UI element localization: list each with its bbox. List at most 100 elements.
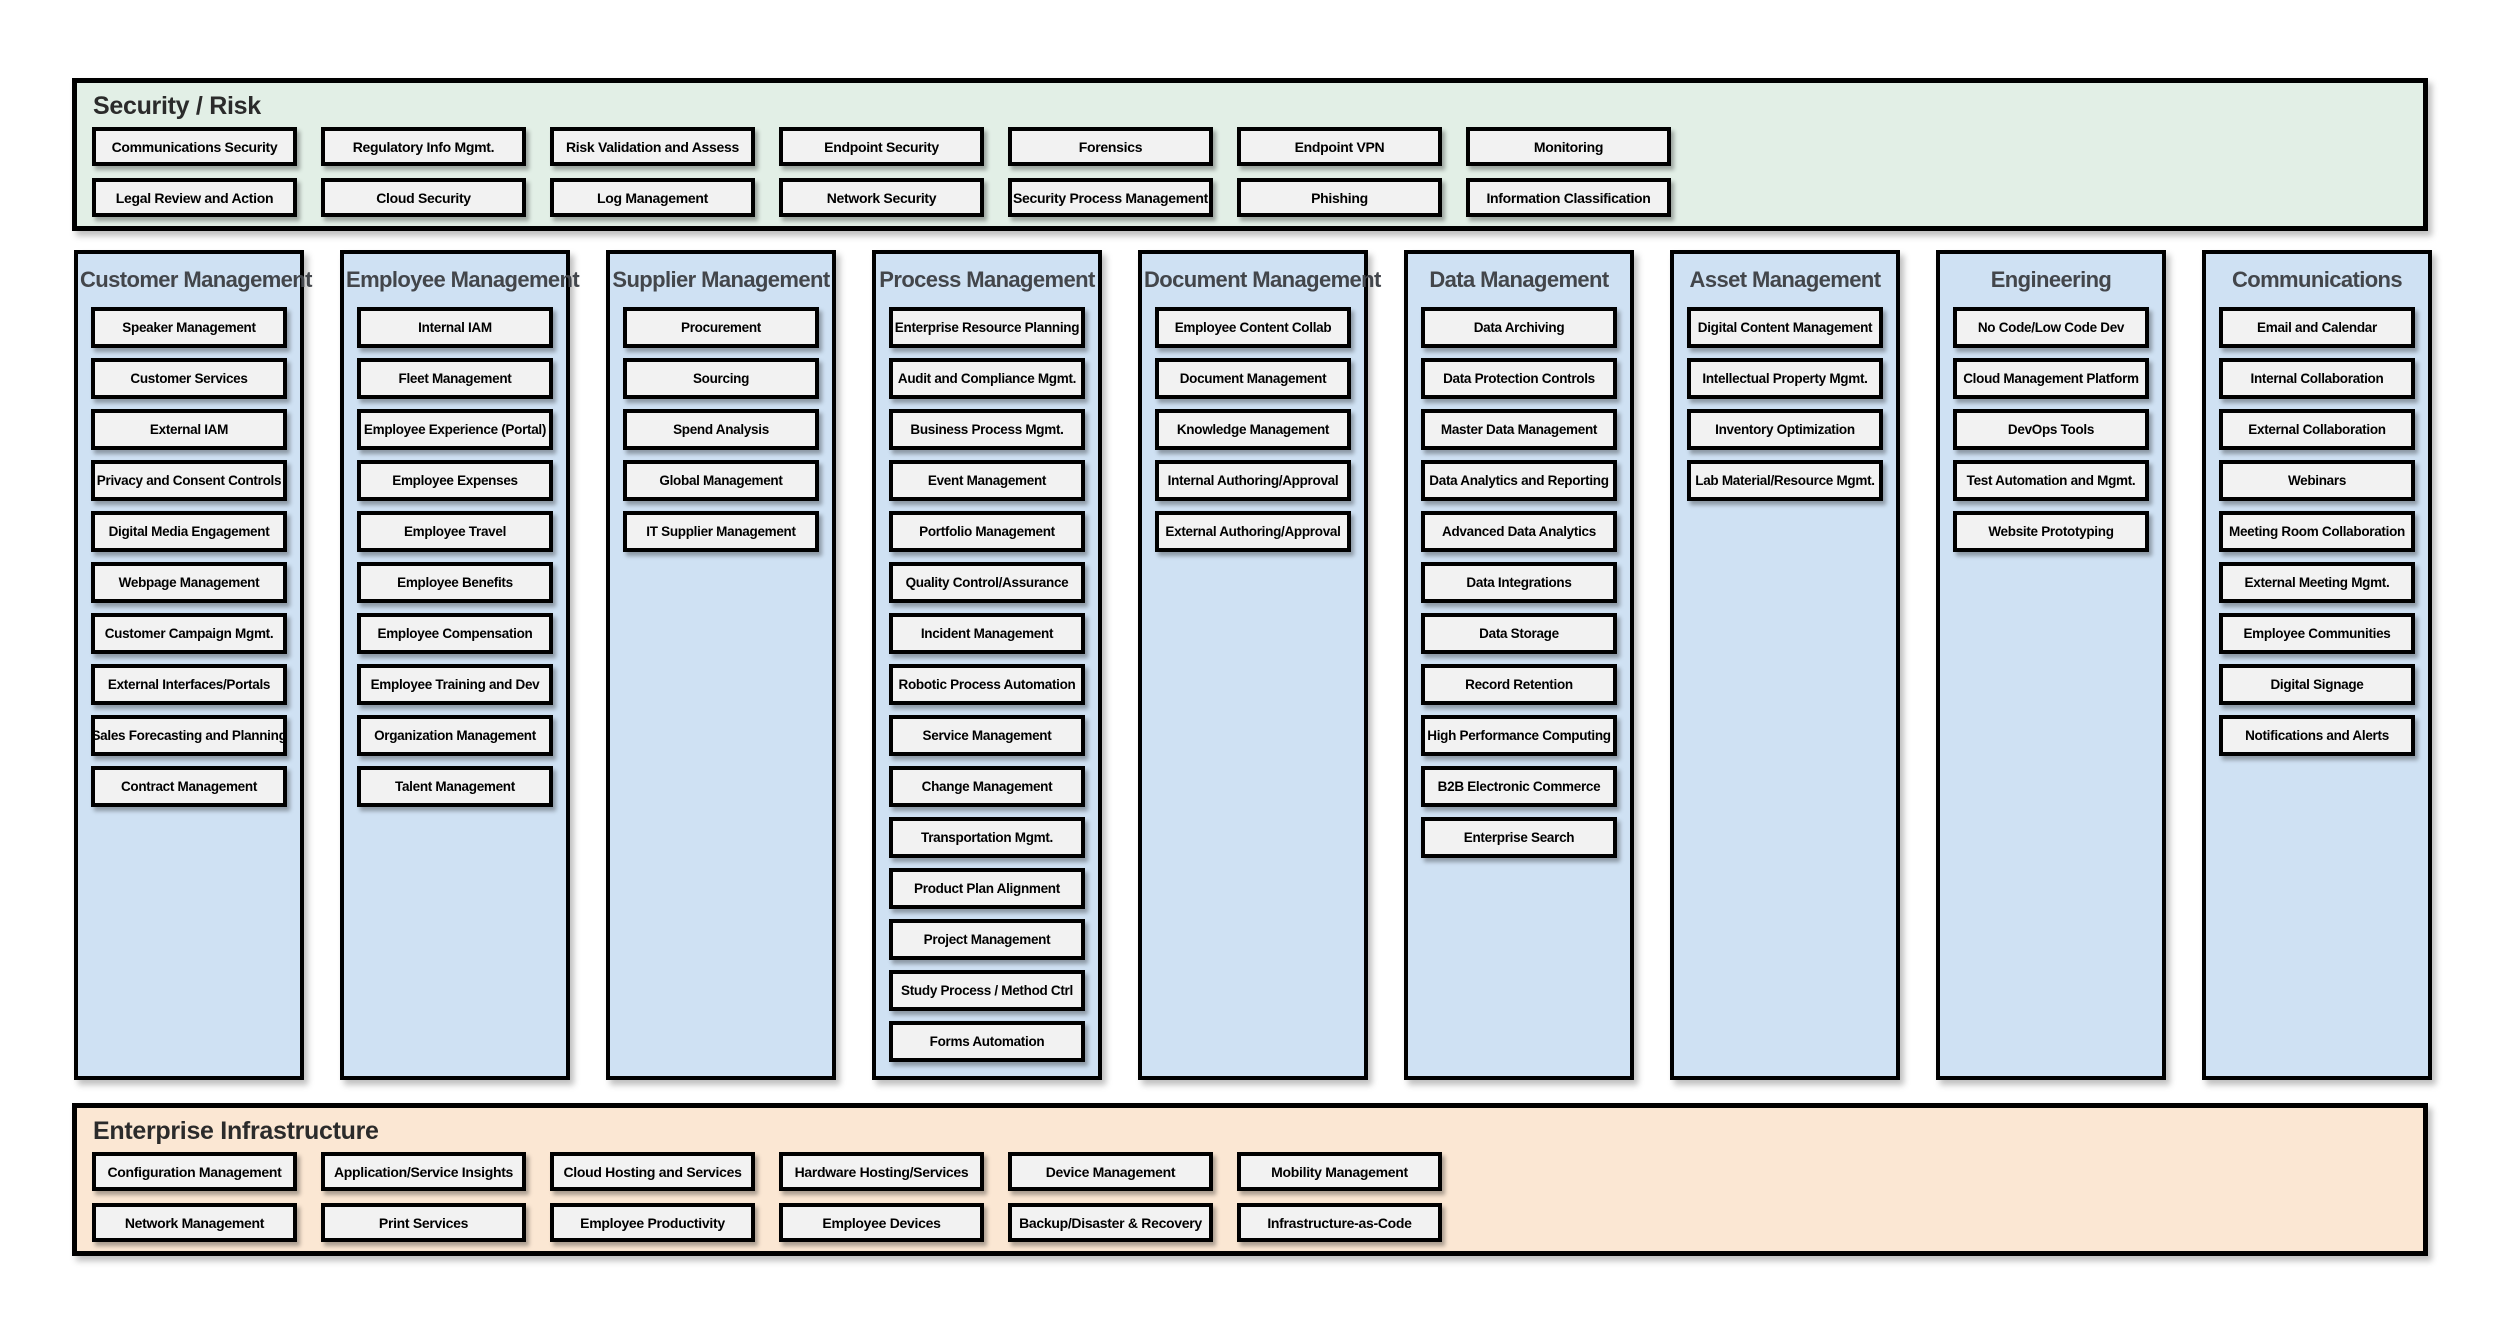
capability-box-label: Transportation Mgmt. (921, 830, 1053, 845)
capability-box: Contract Management (91, 766, 287, 807)
capability-box-label: Enterprise Search (1463, 830, 1575, 845)
capability-box: Employee Benefits (357, 562, 553, 603)
capability-box: Monitoring (1466, 127, 1671, 166)
capability-box-label: Privacy and Consent Controls (96, 473, 282, 488)
capability-box-label: Data Archiving (1473, 320, 1565, 335)
capability-box-label: Employee Experience (Portal) (363, 422, 547, 437)
capability-box: Webinars (2219, 460, 2415, 501)
capability-box: Talent Management (357, 766, 553, 807)
capability-box-label: Webpage Management (118, 575, 260, 590)
capability-box-label: Enterprise Resource Planning (894, 320, 1080, 335)
capability-box-label: Information Classification (1486, 189, 1651, 206)
capability-box: Internal Authoring/Approval (1155, 460, 1351, 501)
capability-box-label: Customer Campaign Mgmt. (104, 626, 274, 641)
column-title: Employee Management (346, 267, 580, 292)
capability-box-label: Endpoint Security (824, 138, 939, 155)
capability-box: Digital Content Management (1687, 307, 1883, 348)
capability-box: Information Classification (1466, 178, 1671, 217)
enterprise-infrastructure-title: Enterprise Infrastructure (93, 1117, 379, 1145)
capability-box: Website Prototyping (1953, 511, 2149, 552)
capability-box-label: Incident Management (920, 626, 1054, 641)
capability-box-label: Portfolio Management (919, 524, 1055, 539)
column-title: Engineering (1990, 267, 2112, 292)
capability-box: Mobility Management (1237, 1152, 1442, 1191)
capability-box: Customer Services (91, 358, 287, 399)
column-title: Customer Management (80, 267, 312, 292)
capability-box: Product Plan Alignment (889, 868, 1085, 909)
capability-box: Digital Media Engagement (91, 511, 287, 552)
capability-box: Employee Devices (779, 1203, 984, 1242)
capability-box-label: Cloud Management Platform (1963, 371, 2139, 386)
capability-box: Event Management (889, 460, 1085, 501)
capability-box-label: Employee Productivity (580, 1214, 725, 1231)
column-title: Communications (2231, 267, 2403, 292)
capability-box: Cloud Hosting and Services (550, 1152, 755, 1191)
capability-box: Network Security (779, 178, 984, 217)
capability-box-label: Digital Media Engagement (108, 524, 270, 539)
capability-box: Internal IAM (357, 307, 553, 348)
capability-box: Employee Travel (357, 511, 553, 552)
capability-box: Employee Content Collab (1155, 307, 1351, 348)
capability-box: Robotic Process Automation (889, 664, 1085, 705)
capability-box: DevOps Tools (1953, 409, 2149, 450)
capability-box: Employee Expenses (357, 460, 553, 501)
capability-box: Data Protection Controls (1421, 358, 1617, 399)
capability-box-label: Network Management (124, 1214, 265, 1231)
capability-box-label: Audit and Compliance Mgmt. (897, 371, 1077, 386)
capability-box-label: Employee Compensation (377, 626, 533, 641)
capability-box-label: Event Management (927, 473, 1047, 488)
capability-box-label: Security Process Management (1013, 189, 1208, 206)
column-title: Data Management (1429, 267, 1609, 292)
capability-box: Portfolio Management (889, 511, 1085, 552)
capability-box-label: Spend Analysis (673, 422, 769, 437)
capability-box-label: Employee Training and Dev (370, 677, 540, 692)
capability-box-label: Cloud Security (376, 189, 471, 206)
capability-box: Network Management (92, 1203, 297, 1242)
capability-box-label: Customer Services (130, 371, 248, 386)
capability-box: Phishing (1237, 178, 1442, 217)
capability-box: Spend Analysis (623, 409, 819, 450)
capability-box: Cloud Security (321, 178, 526, 217)
capability-box: Notifications and Alerts (2219, 715, 2415, 756)
capability-box-label: Endpoint VPN (1294, 138, 1385, 155)
capability-box-label: Organization Management (374, 728, 536, 743)
capability-box: Employee Communities (2219, 613, 2415, 654)
capability-box-label: External Interfaces/Portals (107, 677, 271, 692)
capability-box: Email and Calendar (2219, 307, 2415, 348)
capability-box: Transportation Mgmt. (889, 817, 1085, 858)
capability-box-label: Fleet Management (398, 371, 512, 386)
capability-box-label: Log Management (597, 189, 708, 206)
capability-box-label: High Performance Computing (1427, 728, 1611, 743)
capability-box: Privacy and Consent Controls (91, 460, 287, 501)
box-row: Network Management Print Services Employee… (92, 1203, 1442, 1242)
capability-box-label: Monitoring (1533, 138, 1604, 155)
capability-box-label: Employee Content Collab (1174, 320, 1332, 335)
capability-box: Service Management (889, 715, 1085, 756)
capability-box-label: Data Integrations (1466, 575, 1572, 590)
capability-box-label: Print Services (378, 1214, 469, 1231)
capability-box-label: Employee Expenses (392, 473, 518, 488)
capability-box: Forms Automation (889, 1021, 1085, 1062)
capability-box: Record Retention (1421, 664, 1617, 705)
capability-box: Data Archiving (1421, 307, 1617, 348)
capability-box: Endpoint Security (779, 127, 984, 166)
capability-box-label: Communications Security (111, 138, 278, 155)
capability-box: Internal Collaboration (2219, 358, 2415, 399)
capability-box: External Interfaces/Portals (91, 664, 287, 705)
capability-box: Backup/Disaster & Recovery (1008, 1203, 1213, 1242)
capability-box-label: Master Data Management (1440, 422, 1598, 437)
capability-box: Webpage Management (91, 562, 287, 603)
capability-box-label: Talent Management (395, 779, 515, 794)
capability-box-label: Employee Travel (403, 524, 507, 539)
capability-column: Asset Management Digital Content Managem… (1670, 250, 1900, 1080)
capability-box-label: Infrastructure-as-Code (1267, 1214, 1412, 1231)
capability-box: Advanced Data Analytics (1421, 511, 1617, 552)
capability-box-label: Internal Collaboration (2250, 371, 2384, 386)
capability-box: External Meeting Mgmt. (2219, 562, 2415, 603)
capability-box-label: Inventory Optimization (1715, 422, 1855, 437)
